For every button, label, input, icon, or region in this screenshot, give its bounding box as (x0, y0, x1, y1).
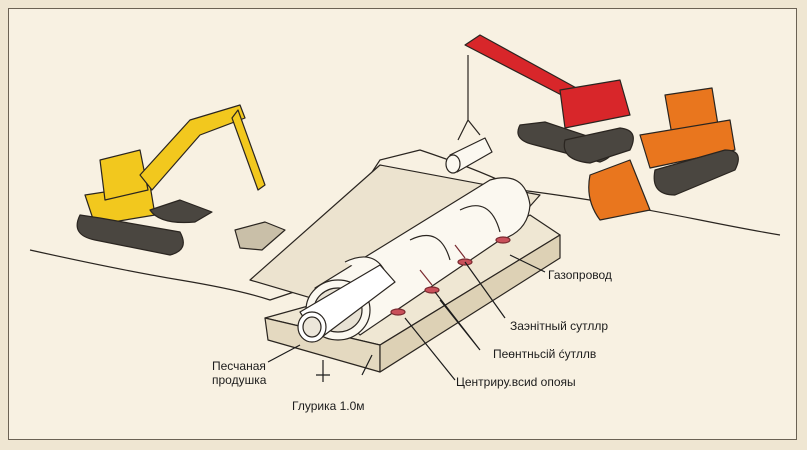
crane (464, 34, 634, 164)
hanging-pipe (445, 55, 493, 174)
ground-line (29, 149, 781, 301)
sand-bed-side (379, 234, 561, 373)
gas-pipe (297, 264, 396, 343)
label-sand-bed-line2: продушка (212, 373, 267, 387)
label-casing: Пеөнтньсій ćутллв (493, 347, 597, 361)
label-depth: Глурика 1.0м (292, 399, 365, 413)
label-gas-pipe: Газопровод (548, 268, 612, 282)
label-centering-supports: Центриру.всиd опояы (456, 375, 576, 389)
centering-supports (390, 236, 511, 316)
excavator (76, 104, 286, 256)
label-protective-casing: Заэнітный сутллр (510, 319, 609, 333)
label-sand-bed-line1: Песчаная (212, 359, 266, 373)
bulldozer (588, 87, 739, 221)
label-sand-bed: Песчаная продушка (212, 359, 266, 387)
leader-lines (267, 254, 546, 382)
